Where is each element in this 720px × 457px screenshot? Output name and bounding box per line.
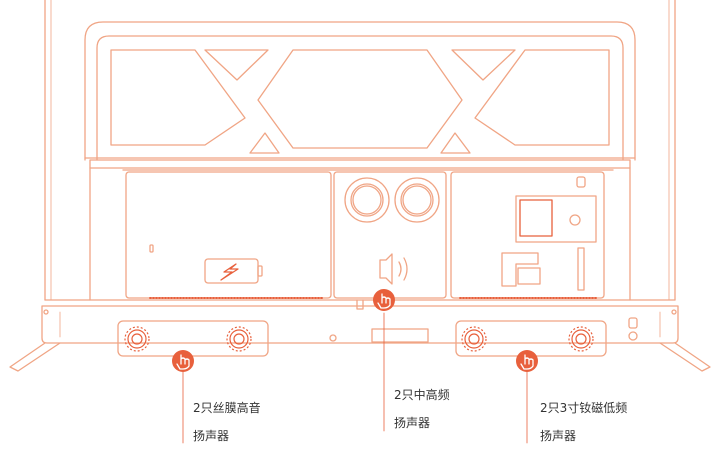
woofer-speaker [461,326,487,352]
power-compartment [125,171,332,299]
callout-line2: 扬声器 [540,429,577,443]
tweeter-speaker [226,326,252,352]
back-housing [89,167,631,301]
callout-tweeter: 2只丝膜高音 扬声器 [193,401,261,457]
stand-foot-right [659,342,711,372]
frame-cutout [110,49,246,146]
callout-line1: 2只中高频 [394,388,450,402]
callout-line1: 2只丝膜高音 [193,401,261,415]
frame-cutout [257,49,463,149]
callout-line1: 2只3寸钕磁低频 [540,401,628,415]
midrange-speaker [344,177,390,223]
callout-woofer: 2只3寸钕磁低频 扬声器 [540,401,627,457]
speaker-bar [41,305,679,344]
callout-line2: 扬声器 [394,416,431,430]
tap-hand-icon [516,350,538,372]
audio-icon [379,253,393,285]
midrange-compartment [333,171,447,299]
stand-frame-outer [84,21,636,161]
power-icon [204,258,259,284]
ports-compartment [450,171,605,299]
port-board [515,195,597,243]
frame-cutout [474,49,610,146]
tap-hand-icon [373,289,395,311]
midrange-speaker [394,177,440,223]
tv-panel-outline [44,0,676,301]
stand-foot-left [9,342,61,372]
callout-line2: 扬声器 [193,429,230,443]
callout-midrange: 2只中高频 扬声器 [394,388,450,444]
tweeter-speaker [124,326,150,352]
tap-hand-icon [172,350,194,372]
woofer-speaker [568,326,594,352]
